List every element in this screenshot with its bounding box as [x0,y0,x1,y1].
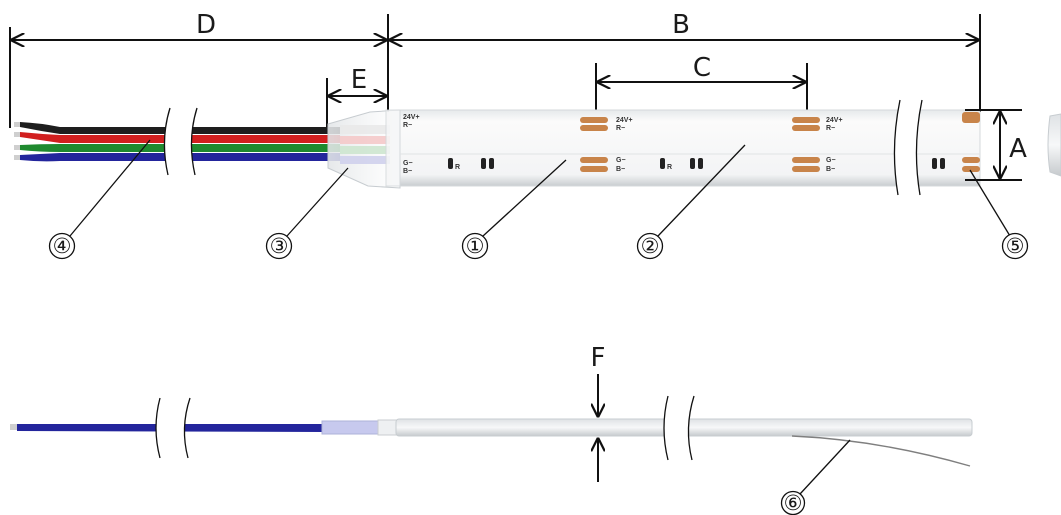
dimension-c: C [595,53,808,112]
resistor-code-label: R [455,164,460,171]
dimension-f-label: F [591,343,606,373]
callout-6-label: ⑥ [784,491,803,515]
strip-break-mark [893,99,923,196]
dimension-f: F [591,343,606,482]
callout-2-label: ② [641,234,660,258]
side-strip-break-mark [663,395,695,461]
resistor [481,158,486,169]
callout-3-label: ③ [270,234,289,258]
dimension-a: A [965,109,1027,181]
side-wire-break-mark [155,397,191,459]
callout-5: ⑤ [969,169,1029,260]
resistor-code-label: R [667,164,672,171]
dimension-b: B [387,10,981,112]
pad-label-24v: 24V+ [616,117,633,124]
dimension-d: D [9,10,386,128]
callout-5-label: ⑤ [1006,234,1025,258]
pad-label-b-start: B− [403,168,412,175]
callout-3: ③ [265,167,349,260]
dimension-a-label: A [1009,134,1027,164]
pad-label-r: R− [826,125,835,132]
dimension-b-label: B [672,10,690,40]
callout-4: ④ [48,139,151,260]
pad-label-b: B− [826,166,835,173]
side-end-cap [321,420,381,435]
pad-label-r: R− [616,125,625,132]
pad-label-24v: 24V+ [826,117,843,124]
resistor [940,158,945,169]
callout-4-label: ④ [53,234,72,258]
resistor [660,158,665,169]
wire-break-mark [163,107,198,176]
pad-label-g-start: G− [403,160,413,167]
resistor [489,158,494,169]
solder-pads-end [962,112,980,172]
callout-1: ① [461,159,567,260]
callout-1-label: ① [466,234,485,258]
solder-pads-cut-point-2: 24V+ R− G− B− [792,117,843,173]
resistor [448,158,453,169]
dimension-e-label: E [351,65,367,95]
callout-2: ② [636,144,746,260]
led-strip-top: 24V+ R− G− B− R 24V+ R− G− B− R [399,109,981,187]
resistor [698,158,703,169]
adhesive-tape-liner [791,435,971,467]
strip-profile-end [1047,113,1061,177]
resistor [932,158,937,169]
side-end-cap-collar [377,419,399,436]
callout-6: ⑥ [780,439,851,515]
pad-label-24v-start: 24V+ [403,114,420,121]
pad-label-r-start: R− [403,122,412,129]
pad-label-g: G− [826,157,836,164]
resistor [690,158,695,169]
dimension-c-label: C [693,53,711,83]
dimension-d-label: D [196,10,216,40]
pad-label-b: B− [616,166,625,173]
pad-label-g: G− [616,157,626,164]
dimension-e: E [326,65,386,128]
solder-pads-cut-point-1: 24V+ R− G− B− [580,117,633,173]
